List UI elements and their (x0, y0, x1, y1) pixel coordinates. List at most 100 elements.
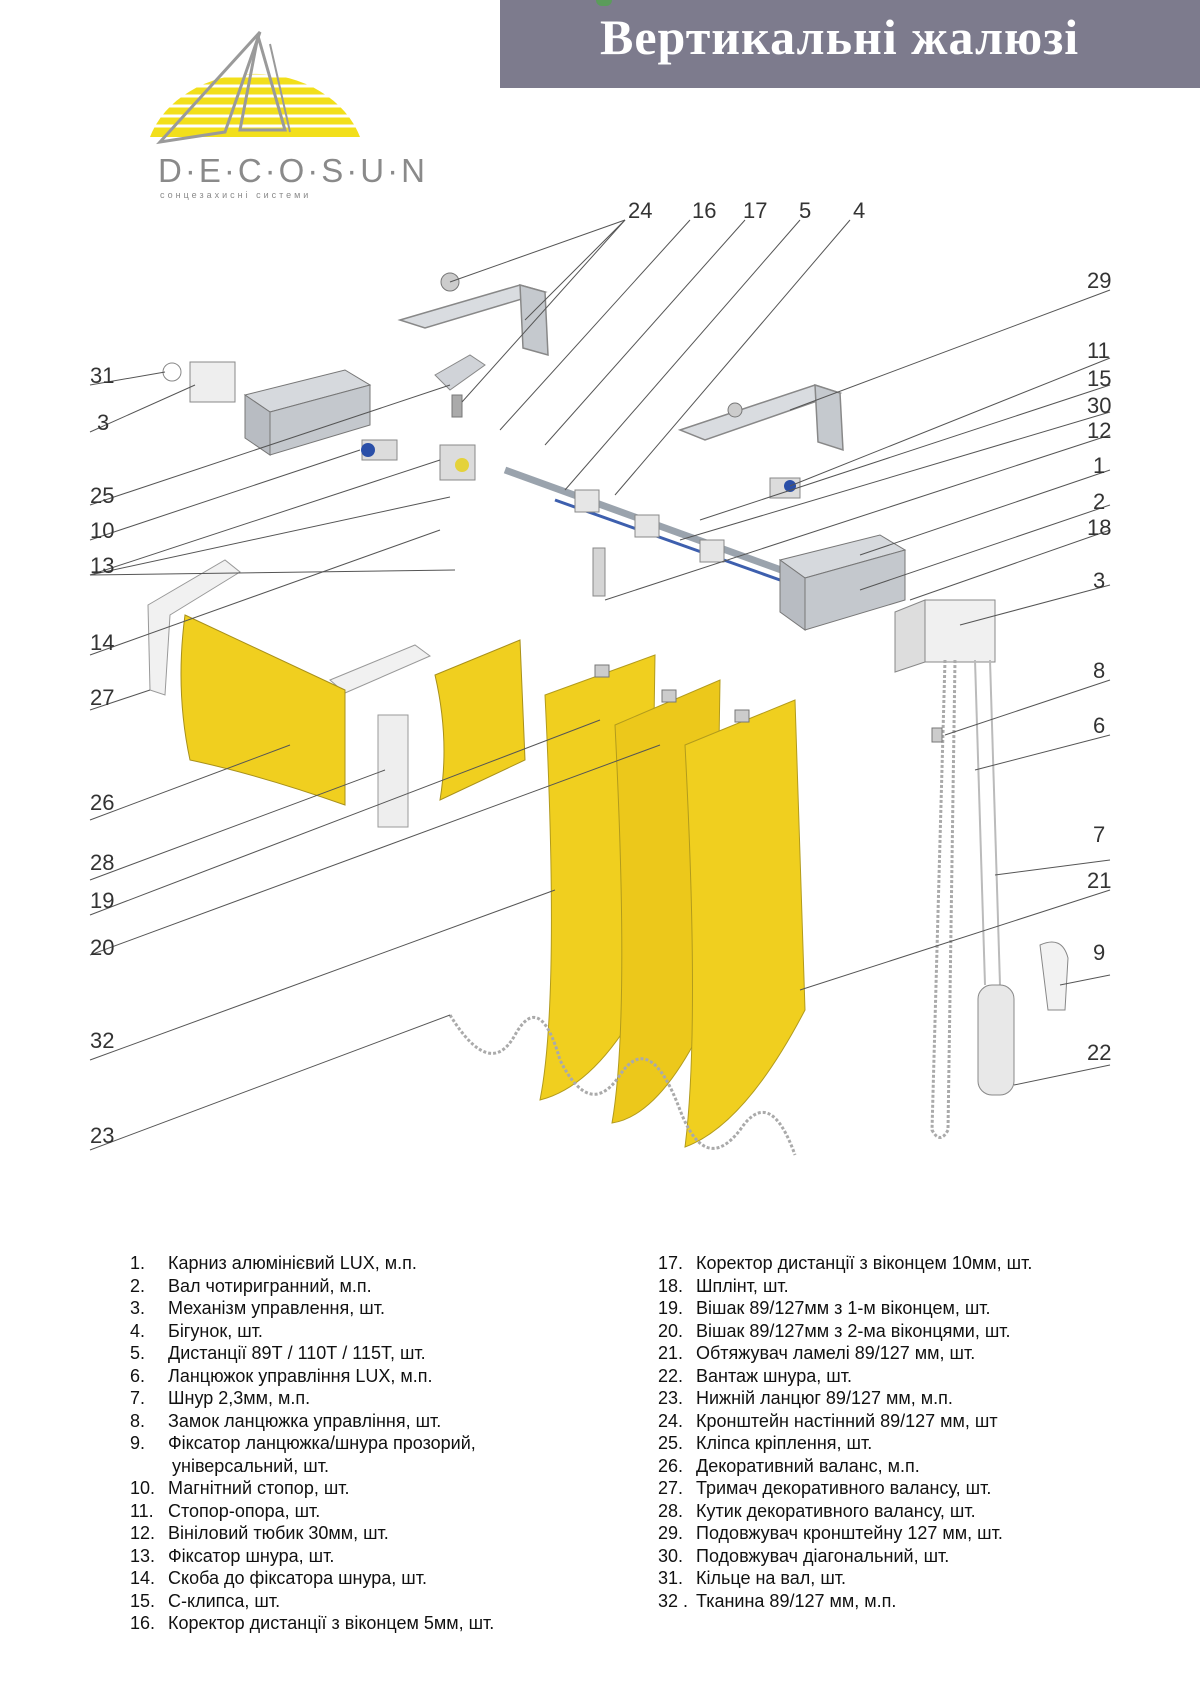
legend-item-text: Ланцюжок управління LUX, м.п. (168, 1365, 433, 1386)
legend-item-text: Подовжувач діагональний, шт. (696, 1545, 950, 1566)
legend-item: 4. Бігунок, шт. (130, 1320, 650, 1343)
legend-item-number: 11. (130, 1500, 154, 1521)
brand-name: D·E·C·O·S·U·N (158, 152, 428, 189)
legend-item: 30. Подовжувач діагональний, шт. (658, 1545, 1198, 1568)
legend-item-text: Обтяжувач ламелі 89/127 мм, шт. (696, 1343, 976, 1363)
legend-item-number: 21. (658, 1343, 684, 1363)
legend-item-text: Вантаж шнура, шт. (696, 1365, 852, 1386)
legend-item-number: 7. (130, 1388, 146, 1408)
legend-item-text: Кронштейн настінний 89/127 мм, шт (696, 1410, 998, 1431)
legend-item-number: 13. (130, 1545, 156, 1566)
control-mechanism-icon (894, 599, 996, 673)
callout-label: 22 (1087, 1040, 1111, 1065)
legend-item: 6. Ланцюжок управління LUX, м.п. (130, 1365, 650, 1388)
legend-item-number: 14. (130, 1568, 156, 1588)
legend-item: 28. Кутик декоративного валансу, шт. (658, 1500, 1198, 1523)
legend-item-number: 28. (658, 1500, 684, 1521)
legend-item: 31. Кільце на вал, шт. (658, 1567, 1198, 1590)
legend-item: 19.Вішак 89/127мм з 1-м віконцем, шт. (658, 1297, 1198, 1320)
legend-item-number: 5. (130, 1343, 146, 1363)
legend-item-text: Кутик декоративного валансу, шт. (696, 1500, 976, 1521)
page-title: Вертикальні жалюзі (600, 9, 1080, 65)
callout-label: 8 (1093, 658, 1105, 683)
legend-item-text: Вал чотиригранний, м.п. (168, 1275, 372, 1296)
callout-label: 18 (1087, 515, 1111, 540)
legend-item-text: Тканина 89/127 мм, м.п. (696, 1590, 897, 1611)
legend-item-number: 22. (658, 1365, 684, 1386)
legend-item: 10.Магнітний стопор, шт. (130, 1477, 650, 1500)
legend-item-text: Коректор дистанції з віконцем 10мм, шт. (696, 1253, 1033, 1273)
legend-item-text: Стопор-опора, шт. (168, 1500, 321, 1521)
callout-label: 25 (90, 483, 114, 508)
legend-item-number: 31. (658, 1568, 684, 1588)
callout-label: 28 (90, 850, 114, 875)
legend-item: 29.Подовжувач кронштейну 127 мм, шт. (658, 1522, 1198, 1545)
callout-label: 10 (90, 518, 114, 543)
legend-item: 9.Фіксатор ланцюжка/шнура прозорий, (130, 1432, 650, 1455)
legend-item-number: 1. (130, 1253, 146, 1273)
legend-item-text: Карниз алюмінієвий LUX, м.п. (168, 1253, 417, 1273)
legend-right: 17. Коректор дистанції з віконцем 10мм, ш… (658, 1252, 1198, 1612)
legend-item-number: 6. (130, 1365, 146, 1386)
legend-item-text: Механізм управлення, шт. (168, 1298, 385, 1318)
legend-item-text: Шнур 2,3мм, м.п. (168, 1388, 311, 1408)
legend-item-text: Вішак 89/127мм з 2-ма віконцями, шт. (696, 1320, 1011, 1341)
legend-item: 11. Стопор-опора, шт. (130, 1500, 650, 1523)
legend-item: 23.Нижній ланцюг 89/127 мм, м.п. (658, 1387, 1198, 1410)
shaft-with-carriers-icon (503, 466, 797, 597)
wall-bracket-left-icon (397, 272, 549, 357)
legend-item-text: Дистанції 89Т / 110Т / 115Т, шт. (168, 1343, 426, 1363)
stoppers-icon (361, 439, 801, 499)
legend-item-number: 30. (658, 1545, 684, 1566)
legend-item-number: 10. (130, 1478, 156, 1498)
exploded-diagram: 24 16 17 5 4 29 11 15 30 12 1 2 18 3 31 … (89, 198, 1111, 1156)
legend-item-number: 3. (130, 1298, 146, 1318)
callout-label: 27 (90, 685, 114, 710)
legend-item-text: Бігунок, шт. (168, 1320, 263, 1341)
title-banner: Вертикальні жалюзі (500, 0, 1200, 88)
legend-item: 24.Кронштейн настінний 89/127 мм, шт (658, 1410, 1198, 1433)
legend-item: 1. Карниз алюмінієвий LUX, м.п. (130, 1252, 650, 1275)
callout-label: 5 (799, 198, 811, 223)
callout-label: 15 (1087, 366, 1111, 391)
legend-item: 21. Обтяжувач ламелі 89/127 мм, шт. (658, 1342, 1198, 1365)
legend-item-number: 9. (130, 1433, 146, 1453)
legend-item-text: Вішак 89/127мм з 1-м віконцем, шт. (696, 1298, 991, 1318)
legend-item: 16.Коректор дистанції з віконцем 5мм, шт… (130, 1612, 650, 1635)
legend-item-number: 15. (130, 1590, 156, 1611)
mounting-clip-icon (434, 354, 486, 418)
callout-label: 30 (1087, 393, 1111, 418)
legend-item: 12.Вініловий тюбик 30мм, шт. (130, 1522, 650, 1545)
bottom-chain-icon (448, 1014, 797, 1156)
legend-item-number: 20. (658, 1320, 684, 1341)
wall-bracket-right-icon (677, 383, 844, 452)
callout-label: 6 (1093, 713, 1105, 738)
legend-item-number: 12. (130, 1523, 156, 1543)
legend-item: 15.С-клипса, шт. (130, 1590, 650, 1613)
legend-item-number: 2. (130, 1275, 146, 1296)
legend-item-text: Замок ланцюжка управління, шт. (168, 1410, 442, 1431)
legend-item-number: 26. (658, 1455, 684, 1476)
legend-item-number: 32 . (658, 1590, 689, 1611)
callout-label: 7 (1093, 822, 1105, 847)
legend-item: 25.Кліпса кріплення, шт. (658, 1432, 1198, 1455)
callout-label: 12 (1087, 418, 1111, 443)
callout-label: 11 (1087, 338, 1110, 363)
callout-label: 29 (1087, 268, 1111, 293)
legend-item-text: Скоба до фіксатора шнура, шт. (168, 1568, 427, 1588)
legend-item-text: Кільце на вал, шт. (696, 1568, 847, 1588)
control-chain-and-cord-icon (930, 659, 1015, 1139)
legend-item: 22. Вантаж шнура, шт. (658, 1365, 1198, 1388)
legend-item-text: Нижній ланцюг 89/127 мм, м.п. (696, 1388, 953, 1408)
callout-label: 16 (692, 198, 716, 223)
legend-item-number: 17. (658, 1253, 684, 1273)
legend-item-number: 4. (130, 1320, 146, 1341)
legend-item-number: 27. (658, 1478, 684, 1498)
legend-item: 27.Тримач декоративного валансу, шт. (658, 1477, 1198, 1500)
legend-item-text: Шплінт, шт. (696, 1275, 789, 1296)
legend-item-text: Кліпса кріплення, шт. (696, 1433, 873, 1453)
callout-label: 26 (90, 790, 114, 815)
end-cap-icon (162, 361, 236, 403)
callout-label: 20 (90, 935, 114, 960)
callout-label: 9 (1093, 940, 1105, 965)
